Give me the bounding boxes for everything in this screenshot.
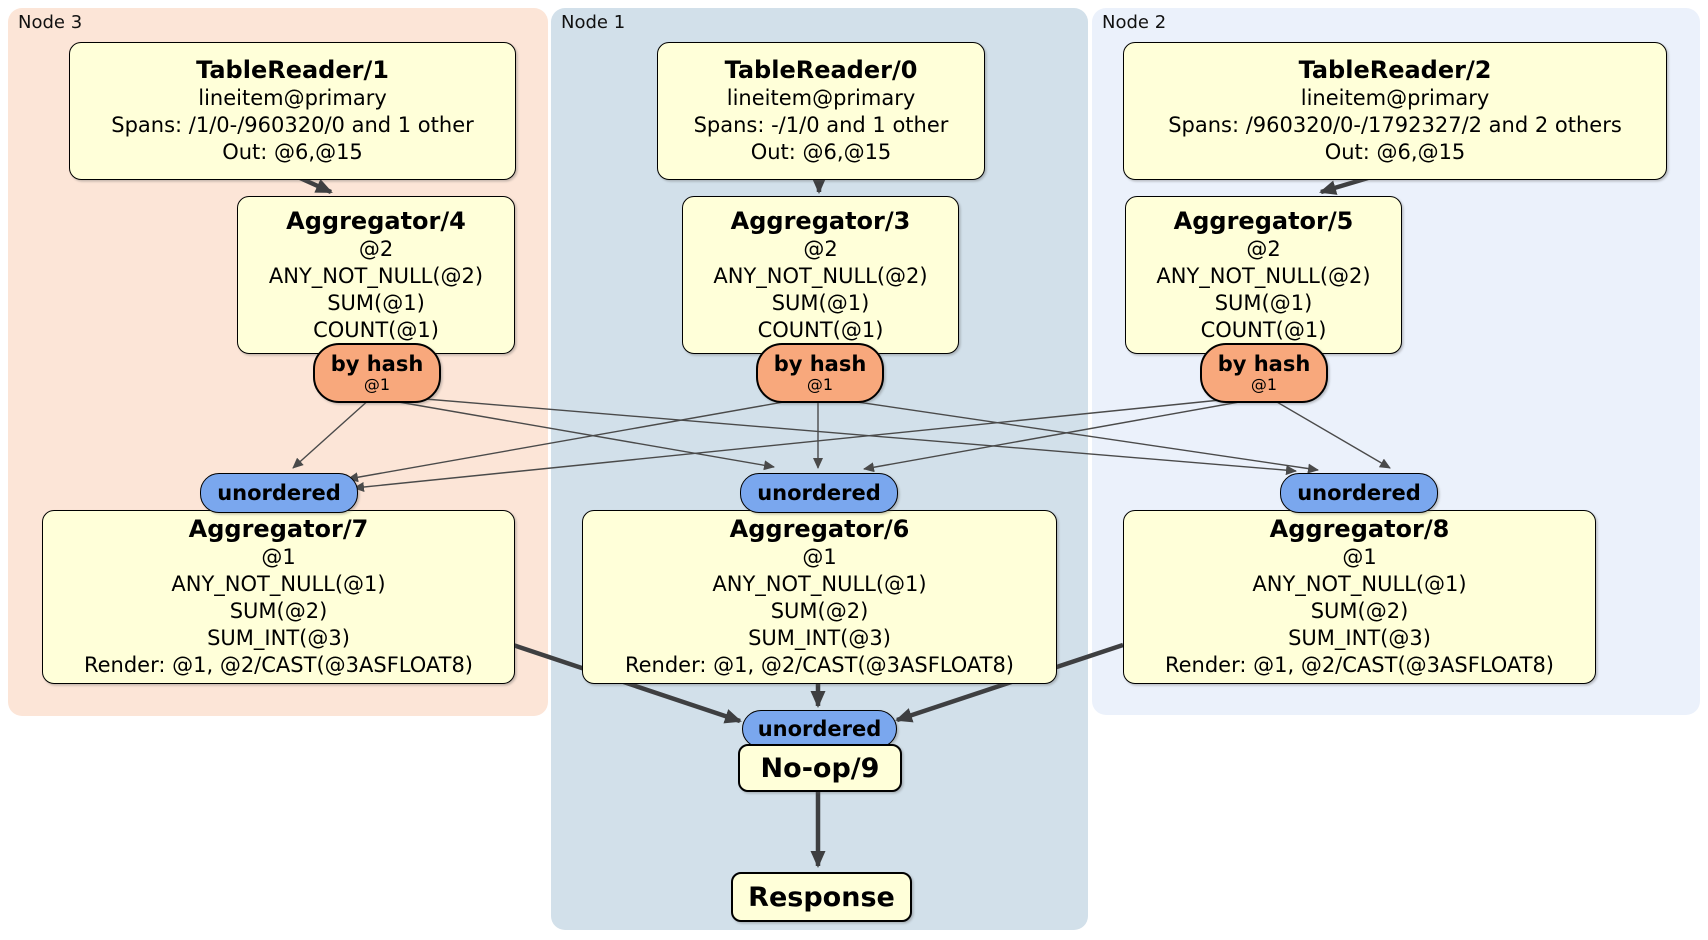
- processor-line: @2: [1246, 236, 1281, 261]
- router-detail: @1: [1250, 374, 1278, 394]
- processor-aggregator-7: Aggregator/7 @1 ANY_NOT_NULL(@1) SUM(@2)…: [42, 510, 515, 684]
- router-label: by hash: [1217, 351, 1311, 376]
- processor-line: lineitem@primary: [1300, 86, 1490, 110]
- processor-line: SUM(@1): [327, 290, 425, 315]
- processor-aggregator-4: Aggregator/4 @2 ANY_NOT_NULL(@2) SUM(@1)…: [237, 196, 515, 354]
- processor-line: @1: [261, 545, 296, 569]
- processor-title: Aggregator/8: [1269, 515, 1450, 543]
- processor-line: Spans: -/1/0 and 1 other: [693, 113, 949, 137]
- router-by-hash-5: by hash @1: [1200, 343, 1328, 403]
- processor-line: SUM(@2): [770, 599, 869, 623]
- processor-line: ANY_NOT_NULL(@2): [713, 263, 928, 288]
- sync-unordered-final: unordered: [742, 710, 897, 748]
- processor-line: Out: @6,@15: [222, 140, 363, 164]
- processor-line: SUM(@1): [771, 290, 870, 315]
- router-label: by hash: [773, 351, 867, 376]
- processor-aggregator-5: Aggregator/5 @2 ANY_NOT_NULL(@2) SUM(@1)…: [1125, 196, 1402, 354]
- processor-title: Aggregator/5: [1173, 206, 1354, 235]
- edge-byhash4-unordered7: [292, 397, 372, 469]
- processor-title: Aggregator/6: [729, 515, 910, 543]
- processor-title: Aggregator/7: [188, 515, 369, 543]
- processor-title: TableReader/1: [196, 56, 389, 84]
- edge-tablereader1-aggregator4: [299, 175, 333, 195]
- processor-tablereader-0: TableReader/0 lineitem@primary Spans: -/…: [657, 42, 985, 180]
- edge-byhash5-unordered7: [353, 396, 1251, 492]
- processor-line: SUM(@2): [1310, 599, 1409, 623]
- processor-line: Spans: /1/0-/960320/0 and 1 other: [111, 113, 474, 137]
- processor-line: SUM(@1): [1214, 290, 1313, 315]
- processor-line: Render: @1, @2/CAST(@3ASFLOAT8): [624, 653, 1015, 677]
- region-node1-label: Node 1: [561, 12, 626, 33]
- sync-unordered-6: unordered: [740, 473, 898, 513]
- processor-line: @1: [802, 545, 837, 569]
- processor-line: Spans: /960320/0-/1792327/2 and 2 others: [1168, 113, 1622, 137]
- edge-tablereader2-aggregator5: [1319, 175, 1369, 195]
- processor-noop-9: No-op/9: [738, 744, 902, 792]
- processor-line: SUM_INT(@3): [748, 626, 891, 650]
- processor-line: Render: @1, @2/CAST(@3ASFLOAT8): [83, 653, 474, 677]
- processor-title: TableReader/2: [1298, 56, 1492, 84]
- sync-unordered-8: unordered: [1280, 473, 1438, 513]
- router-by-hash-3: by hash @1: [756, 343, 884, 403]
- processor-line: ANY_NOT_NULL(@2): [1156, 263, 1371, 288]
- edge-byhash5-unordered8: [1269, 397, 1391, 469]
- processor-line: lineitem@primary: [198, 86, 387, 110]
- processor-response: Response: [731, 872, 912, 922]
- router-detail: @1: [363, 374, 391, 394]
- edge-byhash4-unordered8: [388, 395, 1297, 476]
- processor-line: SUM_INT(@3): [207, 626, 350, 650]
- edge-byhash3-unordered8: [829, 397, 1319, 474]
- processor-tablereader-2: TableReader/2 lineitem@primary Spans: /9…: [1123, 42, 1667, 180]
- router-detail: @1: [806, 374, 834, 394]
- sync-unordered-7: unordered: [200, 473, 358, 513]
- processor-tablereader-1: TableReader/1 lineitem@primary Spans: /1…: [69, 42, 516, 180]
- processor-aggregator-8: Aggregator/8 @1 ANY_NOT_NULL(@1) SUM(@2)…: [1123, 510, 1596, 684]
- edge-byhash5-unordered6: [863, 398, 1257, 473]
- processor-line: COUNT(@1): [1200, 317, 1327, 342]
- processor-aggregator-6: Aggregator/6 @1 ANY_NOT_NULL(@1) SUM(@2)…: [582, 510, 1057, 684]
- edge-byhash3-unordered7: [347, 397, 807, 483]
- processor-line: Out: @6,@15: [750, 140, 892, 164]
- processor-aggregator-3: Aggregator/3 @2 ANY_NOT_NULL(@2) SUM(@1)…: [682, 196, 959, 354]
- processor-line: SUM(@2): [229, 599, 328, 623]
- processor-title: Aggregator/4: [286, 206, 466, 235]
- processor-line: @1: [1342, 545, 1377, 569]
- processor-line: ANY_NOT_NULL(@1): [1252, 572, 1467, 596]
- region-node2-label: Node 2: [1102, 12, 1167, 33]
- processor-line: Render: @1, @2/CAST(@3ASFLOAT8): [1164, 653, 1555, 677]
- region-node3-label: Node 3: [18, 12, 83, 33]
- processor-line: @2: [358, 236, 394, 261]
- processor-line: ANY_NOT_NULL(@1): [712, 572, 927, 596]
- processor-line: SUM_INT(@3): [1288, 626, 1431, 650]
- processor-line: @2: [803, 236, 838, 261]
- processor-line: ANY_NOT_NULL(@2): [268, 263, 484, 288]
- processor-line: COUNT(@1): [313, 317, 439, 342]
- processor-line: lineitem@primary: [726, 86, 916, 110]
- processor-line: Out: @6,@15: [1324, 140, 1466, 164]
- processor-title: TableReader/0: [724, 56, 918, 84]
- edge-byhash4-unordered6: [380, 398, 775, 471]
- processor-line: ANY_NOT_NULL(@1): [171, 572, 386, 596]
- processor-title: Aggregator/3: [730, 206, 911, 235]
- router-by-hash-4: by hash @1: [313, 343, 441, 403]
- processor-line: COUNT(@1): [757, 317, 884, 342]
- router-label: by hash: [330, 351, 424, 376]
